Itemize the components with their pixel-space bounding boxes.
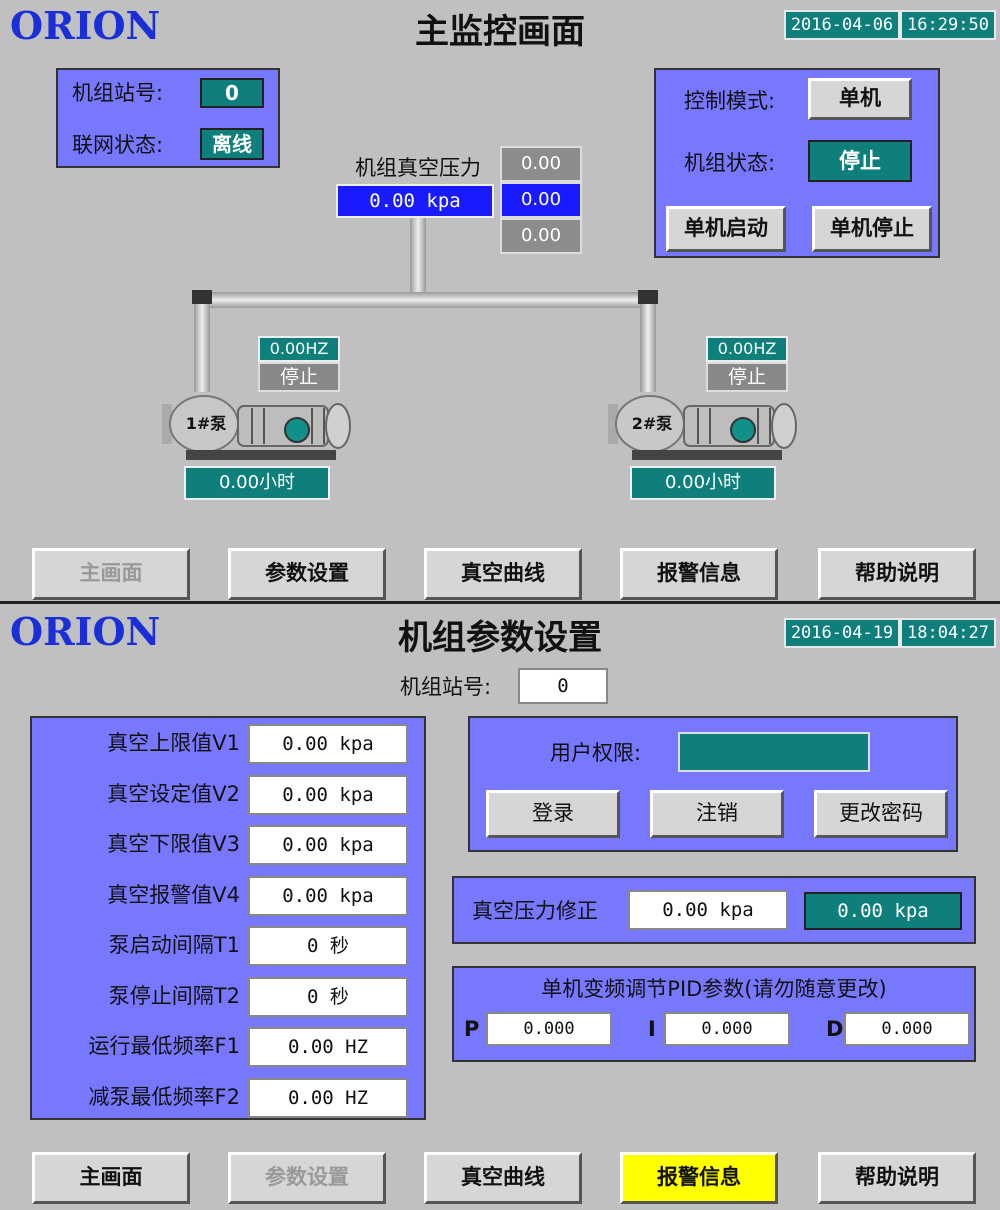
nav-vacuum-curve[interactable]: 真空曲线	[424, 548, 582, 600]
pump1-label: 1#泵	[185, 414, 227, 433]
date-display: 2016-04-19	[784, 618, 900, 648]
param-label: 真空上限值V1	[107, 731, 240, 755]
nav-help[interactable]: 帮助说明	[818, 1152, 976, 1204]
pressure-label: 机组真空压力	[355, 156, 481, 180]
pid-p-input[interactable]: 0.000	[486, 1012, 612, 1046]
control-panel: 控制模式: 单机 机组状态: 停止 单机启动 单机停止	[654, 68, 940, 258]
param-label: 真空下限值V3	[107, 832, 240, 856]
parameters-panel: 真空上限值V1 0.00 kpa 真空设定值V2 0.00 kpa 真空下限值V3 0.0…	[30, 716, 426, 1120]
page-title: 主监控画面	[415, 12, 585, 52]
param-input[interactable]: 0.00 HZ	[248, 1027, 408, 1067]
logout-button[interactable]: 注销	[650, 790, 784, 838]
pump2-graphic	[608, 392, 798, 466]
param-input[interactable]: 0.00 kpa	[248, 724, 408, 764]
date-display: 2016-04-06	[784, 10, 900, 40]
unit-status-label: 机组状态:	[684, 151, 776, 175]
user-permission-display	[678, 732, 870, 772]
pump2-frequency: 0.00HZ	[706, 336, 788, 362]
pid-p-label: P	[464, 1017, 480, 1041]
pipe-left-drop	[194, 292, 210, 392]
pipe-vertical-main	[410, 218, 426, 296]
nav-alarm-info[interactable]: 报警信息	[620, 548, 778, 600]
unit-status-value: 停止	[808, 140, 912, 182]
pump1-frequency: 0.00HZ	[258, 336, 340, 362]
param-input[interactable]: 0.00 kpa	[248, 875, 408, 916]
pressure-stack-mid: 0.00	[500, 182, 582, 218]
pump1-hours: 0.00小时	[184, 466, 330, 500]
orion-logo: ORION	[10, 609, 161, 654]
pump2-label: 2#泵	[631, 414, 673, 433]
pressure-correction-label: 真空压力修正	[472, 899, 598, 923]
network-status: 离线	[200, 128, 264, 160]
param-input[interactable]: 0 秒	[248, 926, 408, 966]
nav-help[interactable]: 帮助说明	[818, 548, 976, 600]
change-password-button[interactable]: 更改密码	[814, 790, 948, 838]
time-display: 16:29:50	[900, 10, 996, 40]
user-permission-label: 用户权限:	[550, 741, 642, 765]
param-input[interactable]: 0 秒	[248, 976, 408, 1017]
nav-parameter-settings[interactable]: 参数设置	[228, 548, 386, 600]
unit-stop-button[interactable]: 单机停止	[812, 206, 932, 252]
unit-start-button[interactable]: 单机启动	[666, 206, 786, 252]
pressure-stack-bottom: 0.00	[500, 218, 582, 254]
station-value: 0	[200, 78, 264, 108]
pressure-value: 0.00 kpa	[336, 184, 494, 218]
pid-d-label: D	[826, 1017, 844, 1041]
station-input[interactable]: 0	[518, 668, 608, 704]
pressure-correction-display: 0.00 kpa	[804, 892, 962, 930]
main-monitor-screen: ORION 主监控画面 2016-04-06 16:29:50 机组站号: 0 …	[0, 0, 1000, 604]
param-label: 真空设定值V2	[107, 781, 240, 806]
pid-title: 单机变频调节PID参数(请勿随意更改)	[541, 977, 887, 1001]
nav-vacuum-curve[interactable]: 真空曲线	[424, 1152, 582, 1204]
pid-i-input[interactable]: 0.000	[664, 1012, 790, 1046]
param-input[interactable]: 0.00 kpa	[248, 774, 408, 815]
param-label: 减泵最低频率F2	[88, 1084, 240, 1109]
pump2-hours: 0.00小时	[630, 466, 776, 500]
pipe-elbow-left	[192, 290, 212, 304]
control-mode-button[interactable]: 单机	[808, 78, 912, 120]
station-label: 机组站号:	[72, 81, 164, 105]
pressure-correction-input[interactable]: 0.00 kpa	[628, 890, 788, 930]
nav-main-screen[interactable]: 主画面	[32, 1152, 190, 1204]
pressure-stack-top: 0.00	[500, 146, 582, 182]
param-input[interactable]: 0.00 HZ	[248, 1077, 408, 1118]
param-input[interactable]: 0.00 kpa	[248, 825, 408, 865]
control-mode-label: 控制模式:	[684, 89, 776, 113]
pressure-correction-panel: 真空压力修正 0.00 kpa 0.00 kpa	[452, 876, 976, 944]
nav-main-screen[interactable]: 主画面	[32, 548, 190, 600]
user-permission-panel: 用户权限: 登录 注销 更改密码	[468, 716, 958, 852]
page-title: 机组参数设置	[398, 618, 602, 658]
station-panel: 机组站号: 0 联网状态: 离线	[56, 68, 280, 168]
login-button[interactable]: 登录	[486, 790, 620, 838]
param-label: 运行最低频率F1	[88, 1034, 240, 1058]
network-label: 联网状态:	[72, 133, 164, 157]
pid-i-label: I	[648, 1017, 656, 1041]
pipe-elbow-right	[638, 290, 658, 304]
pipe-right-drop	[640, 292, 656, 392]
pipe-horizontal	[196, 292, 652, 308]
station-label: 机组站号:	[400, 675, 492, 699]
pump1-status: 停止	[258, 362, 340, 392]
parameter-settings-screen: ORION 机组参数设置 2016-04-19 18:04:27 机组站号: 0…	[0, 604, 1000, 1210]
nav-parameter-settings[interactable]: 参数设置	[228, 1152, 386, 1204]
orion-logo: ORION	[10, 3, 161, 48]
time-display: 18:04:27	[900, 618, 996, 648]
pid-d-input[interactable]: 0.000	[844, 1012, 970, 1046]
param-label: 泵启动间隔T1	[108, 933, 240, 957]
pump2-status: 停止	[706, 362, 788, 392]
pid-panel: 单机变频调节PID参数(请勿随意更改) P 0.000 I 0.000 D 0.…	[452, 966, 976, 1062]
param-label: 真空报警值V4	[107, 882, 240, 907]
nav-alarm-info[interactable]: 报警信息	[620, 1152, 778, 1204]
param-label: 泵停止间隔T2	[108, 983, 240, 1008]
pump1-graphic	[162, 392, 352, 466]
